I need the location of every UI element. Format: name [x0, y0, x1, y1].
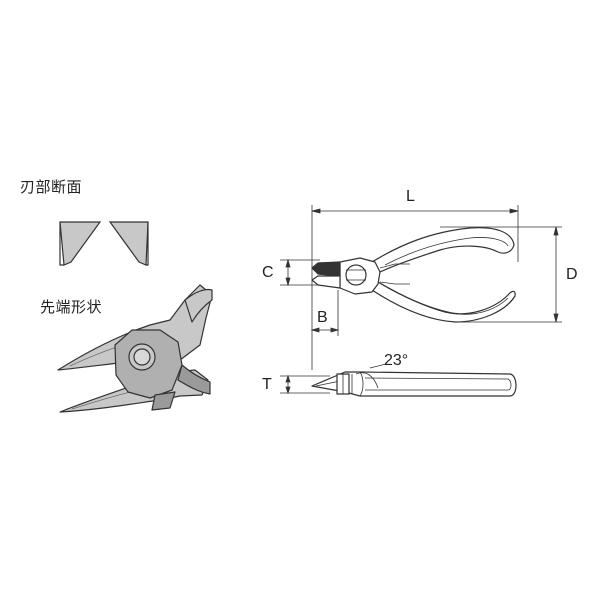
dimension-C-label: C [262, 264, 274, 281]
dimension-B-label: B [317, 309, 328, 326]
pliers-side-view [311, 371, 517, 397]
pliers-top-view [311, 227, 516, 323]
dimension-L-label: L [406, 188, 415, 205]
dimension-T-label: T [262, 376, 272, 393]
tip-shape-label: 先端形状 [40, 298, 103, 316]
dimension-D-label: D [566, 266, 578, 283]
blade-section-label: 刃部断面 [20, 178, 83, 196]
tip-shape-figure [57, 284, 213, 413]
dimension-lines [280, 205, 562, 395]
blade-section-figure [59, 221, 149, 266]
angle-label: 23° [384, 352, 409, 369]
